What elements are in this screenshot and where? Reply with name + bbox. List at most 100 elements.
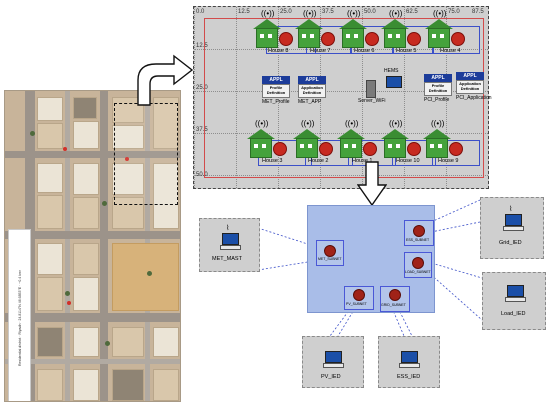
profile-definition-pci[interactable]: APPL Profile Definition PCI_Profile	[424, 74, 454, 103]
x-tick: 25.0	[280, 9, 292, 15]
computer-icon	[325, 351, 342, 363]
house-7[interactable]: ((•)) House 7	[295, 10, 340, 62]
window	[262, 144, 266, 148]
house-roof	[247, 129, 275, 139]
house-8[interactable]: ((•)) House 8	[253, 10, 298, 62]
house-6[interactable]: ((•)) House 6	[339, 10, 384, 62]
keyboard-icon	[505, 297, 526, 302]
map-caption-box: Residential district · Riyadh · 24.8114°…	[8, 229, 31, 401]
appl-header: APPL	[262, 76, 290, 84]
grid-line	[194, 91, 488, 92]
subnet-label: PV_SUBNET	[346, 302, 367, 306]
house-4[interactable]: ((•)) House 4	[425, 10, 470, 62]
building	[73, 163, 99, 195]
ied-label: Load_IED	[501, 311, 526, 317]
y-tick: 12.5	[196, 43, 208, 49]
house-icon	[384, 28, 406, 48]
window	[396, 34, 400, 38]
building	[73, 327, 99, 357]
house-3[interactable]: ((•)) House 3	[247, 120, 292, 172]
window	[430, 144, 434, 148]
computer-icon	[386, 76, 402, 88]
grid-line	[362, 7, 363, 188]
computer-icon	[507, 285, 524, 297]
x-tick: 37.5	[322, 9, 334, 15]
house-2[interactable]: ((•)) House 2	[293, 120, 338, 172]
house-icon	[296, 138, 318, 158]
y-tick: 50.0	[196, 172, 208, 178]
grid-line	[194, 175, 488, 176]
server-wifi[interactable]: Server_WiFi	[358, 78, 390, 108]
smart-meter-icon	[273, 142, 287, 156]
tree	[30, 131, 35, 136]
pv-ied[interactable]: PV_IED	[302, 336, 364, 388]
subnet-label: LOAD_SUBNET	[405, 270, 431, 274]
house-label: House 2	[308, 158, 329, 164]
wifi-icon: ((•))	[389, 119, 403, 128]
link-line	[329, 304, 354, 337]
house-icon	[384, 138, 406, 158]
load-ied[interactable]: Load_IED	[482, 272, 546, 330]
tree	[105, 341, 110, 346]
link-line	[430, 199, 481, 223]
building	[73, 369, 99, 401]
smart-meter-icon	[407, 32, 421, 46]
hems[interactable]: HEMS	[382, 68, 408, 94]
appl-header: APPL	[298, 76, 326, 84]
tree	[102, 201, 107, 206]
house-10[interactable]: ((•)) House 10	[381, 120, 426, 172]
house-label: House 6	[354, 48, 375, 54]
met-mast[interactable]: ⌇ MET_MAST	[199, 218, 260, 272]
house-label: House 3	[262, 158, 283, 164]
window	[438, 144, 442, 148]
grid-line	[446, 7, 447, 188]
link-line	[430, 221, 481, 233]
house-9[interactable]: ((•)) House 9	[423, 120, 468, 172]
appl-body: Application Definition	[456, 80, 484, 94]
window	[300, 144, 304, 148]
tree	[147, 271, 152, 276]
house-label: House 10	[396, 158, 420, 164]
house-roof	[423, 129, 451, 139]
house-5[interactable]: ((•)) House 5	[381, 10, 426, 62]
x-tick: 50.0	[364, 9, 376, 15]
building	[73, 277, 99, 311]
house-roof	[337, 129, 365, 139]
smart-meter-icon	[321, 32, 335, 46]
road	[5, 151, 180, 158]
building	[37, 277, 63, 311]
window	[268, 34, 272, 38]
window	[260, 34, 264, 38]
window	[388, 34, 392, 38]
x-tick: 62.5	[406, 9, 418, 15]
ess-ied[interactable]: ESS_IED	[378, 336, 440, 388]
smart-meter-icon	[449, 142, 463, 156]
x-tick: 87.5	[472, 9, 484, 15]
building	[37, 123, 63, 149]
house-roof	[253, 19, 281, 29]
server-label: Server_WiFi	[358, 98, 386, 104]
wifi-icon: ((•))	[389, 9, 403, 18]
ied-label: Grid_IED	[499, 240, 522, 246]
profile-definition-met[interactable]: APPL Profile Definition MET_Profile	[262, 76, 292, 105]
window	[310, 34, 314, 38]
appl-label: PCI_Profile	[424, 97, 450, 103]
network-zone: MET_SUBNET ESS_SUBNET LOAD_SUBNET PV_SUB…	[307, 205, 435, 313]
building	[37, 327, 63, 357]
link-line	[257, 227, 321, 249]
building	[112, 163, 144, 195]
link-line	[427, 261, 483, 279]
grid-line	[236, 7, 237, 188]
window	[388, 144, 392, 148]
house-1[interactable]: ((•)) House 1	[337, 120, 382, 172]
house-icon	[298, 28, 320, 48]
application-definition-met[interactable]: APPL Application Definition MET_APP	[298, 76, 328, 105]
application-definition-pci[interactable]: APPL Application Definition PCI_Applicat…	[456, 72, 492, 101]
appl-label: MET_APP	[298, 99, 322, 105]
building	[73, 197, 99, 229]
smart-meter-icon	[363, 142, 377, 156]
y-tick: 37.5	[196, 127, 208, 133]
antenna-icon: ⌇	[226, 225, 230, 232]
grid-ied[interactable]: ⌇ Grid_IED	[480, 197, 544, 259]
house-icon	[426, 138, 448, 158]
